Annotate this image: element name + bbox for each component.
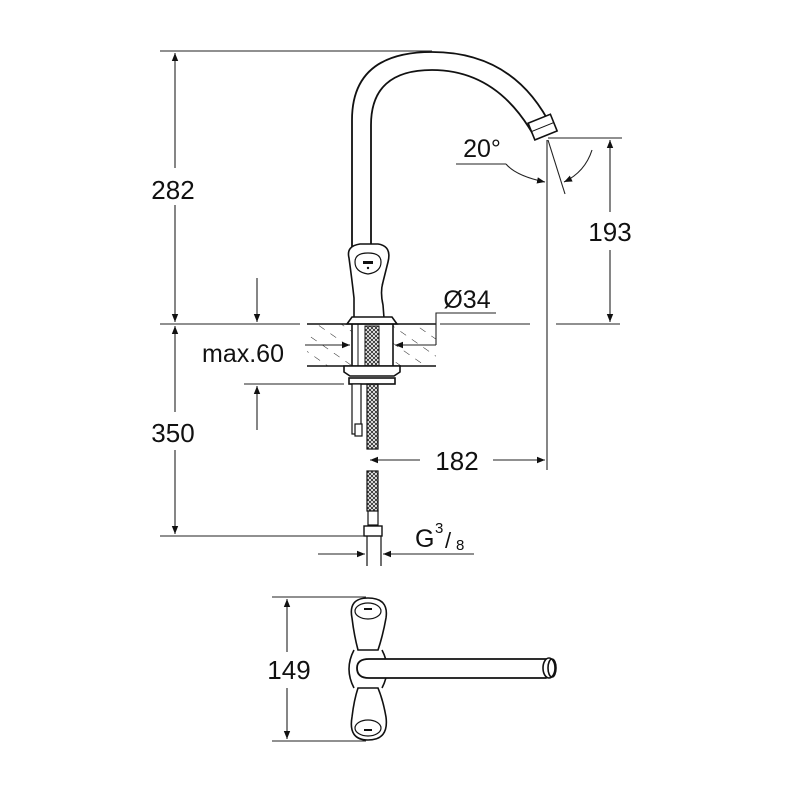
handle-bottom xyxy=(350,687,388,741)
spout-top xyxy=(356,658,551,679)
dim-diameter-34: Ø34 xyxy=(443,286,490,314)
dim-angle-20: 20° xyxy=(463,135,501,163)
top-view xyxy=(348,597,557,741)
svg-text:/: / xyxy=(445,528,452,553)
dim-149: 149 xyxy=(267,655,310,685)
flex-hose-upper xyxy=(366,383,379,450)
dim-282: 282 xyxy=(151,175,194,205)
svg-text:8: 8 xyxy=(456,537,464,554)
dim-193: 193 xyxy=(588,217,631,247)
dim-max-60: max.60 xyxy=(202,340,284,368)
top-view-dimension xyxy=(272,596,366,742)
flex-hose-lower xyxy=(366,470,379,512)
valve-body xyxy=(347,243,390,319)
handle-top xyxy=(350,597,388,651)
front-view xyxy=(307,51,559,566)
dimension-lines xyxy=(160,50,622,558)
mounting-nut xyxy=(343,365,401,377)
dim-thread-g38: G 3 / 8 xyxy=(415,520,464,554)
svg-text:G: G xyxy=(415,525,434,553)
svg-text:3: 3 xyxy=(435,520,443,537)
aerator xyxy=(527,113,559,141)
dim-350: 350 xyxy=(151,418,194,448)
dim-182: 182 xyxy=(435,446,478,476)
spout xyxy=(351,51,553,255)
connection-nut xyxy=(363,525,383,537)
